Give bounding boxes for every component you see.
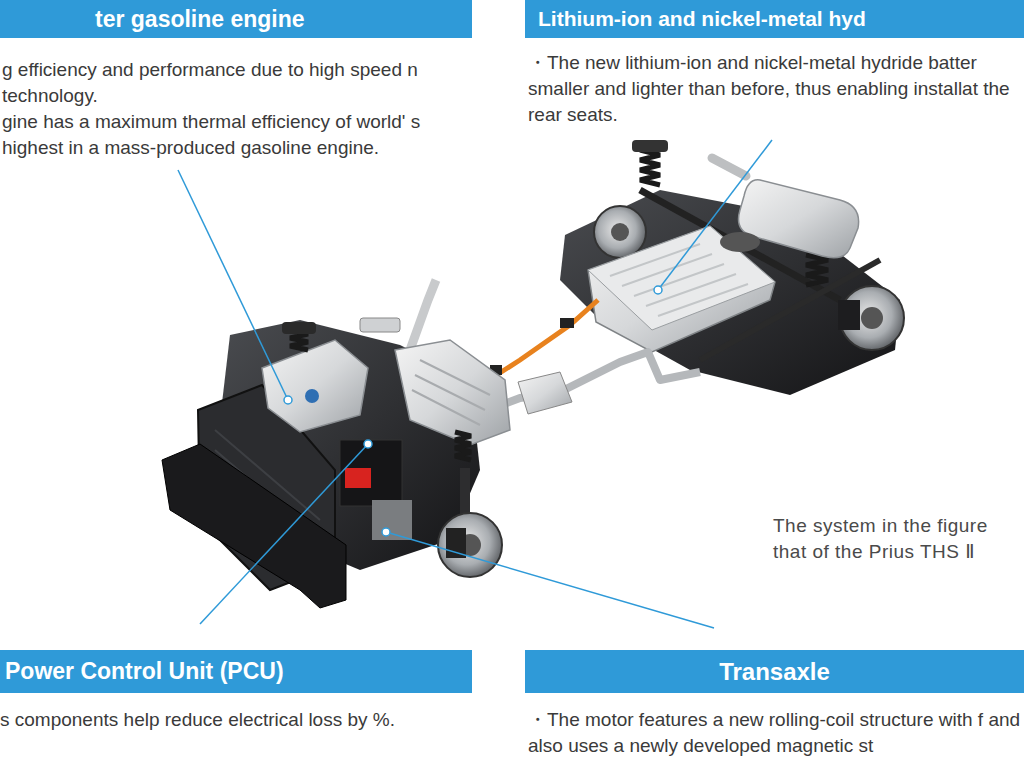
coil-spring <box>806 255 828 285</box>
leader-dot <box>364 440 372 448</box>
battery-pack <box>588 226 775 352</box>
leader-line <box>386 532 714 628</box>
brake-caliper <box>838 300 860 330</box>
coil-spring <box>455 432 471 460</box>
leader-line <box>200 444 368 624</box>
battery-top <box>588 226 775 330</box>
rear-frame <box>560 140 904 395</box>
muffler <box>712 158 859 258</box>
front-module <box>162 320 510 608</box>
callout-heading: ter gasoline engine <box>0 0 472 38</box>
callout-box: Lithium-ion and nickel-metal hyd ・The new… <box>525 0 1024 130</box>
leader-lines <box>178 140 772 628</box>
pcu-case <box>340 440 402 506</box>
red-component <box>345 468 371 488</box>
figure-note: The system in the figure that of the Pri… <box>773 513 1024 565</box>
transaxle-ribs <box>412 360 490 425</box>
engine-cover <box>262 340 368 432</box>
callout-body: ・The motor features a new rolling-coil s… <box>528 707 1024 759</box>
leader-dot <box>382 528 390 536</box>
callout-box: Transaxle ・The motor features a new rolli… <box>525 650 1024 770</box>
callout-box: ter gasoline engine g efficiency and perf… <box>0 0 472 170</box>
fuel-pump-cover <box>720 232 760 252</box>
tail-pipe <box>712 158 746 176</box>
transaxle-case <box>395 340 510 445</box>
strut-top <box>282 322 316 334</box>
battery-ribs <box>610 244 748 316</box>
engine-logo <box>305 389 319 403</box>
steering-column <box>410 280 436 350</box>
callout-body: ・The new lithium-ion and nickel-metal hy… <box>528 50 1024 128</box>
brake-disc <box>438 513 502 577</box>
battery-case <box>588 226 775 352</box>
callout-box: Power Control Unit (PCU) s components hel… <box>0 650 472 770</box>
wheel-hub <box>611 223 629 241</box>
brake-disc <box>594 206 646 258</box>
front-bumper-beam <box>162 444 346 608</box>
cable-clip <box>560 318 574 328</box>
wheel-hub <box>861 307 883 329</box>
callout-body: g efficiency and performance due to high… <box>2 57 457 109</box>
brake-caliper <box>446 528 466 558</box>
callout-body: s components help reduce electrical loss… <box>0 707 432 733</box>
steering-part <box>360 318 400 332</box>
catalytic-converter <box>518 372 572 414</box>
leader-dot <box>654 286 662 294</box>
coil-spring <box>640 150 660 185</box>
callout-body: gine has a maximum thermal efficiency of… <box>2 109 472 161</box>
spring-seat <box>632 140 668 152</box>
callout-heading: Power Control Unit (PCU) <box>0 650 472 693</box>
leader-line <box>178 170 288 400</box>
callout-heading: Transaxle <box>525 650 1024 693</box>
leader-dot <box>284 396 292 404</box>
callout-heading: Lithium-ion and nickel-metal hyd <box>525 0 1024 38</box>
leader-dots <box>284 286 662 536</box>
leader-line <box>658 140 772 290</box>
